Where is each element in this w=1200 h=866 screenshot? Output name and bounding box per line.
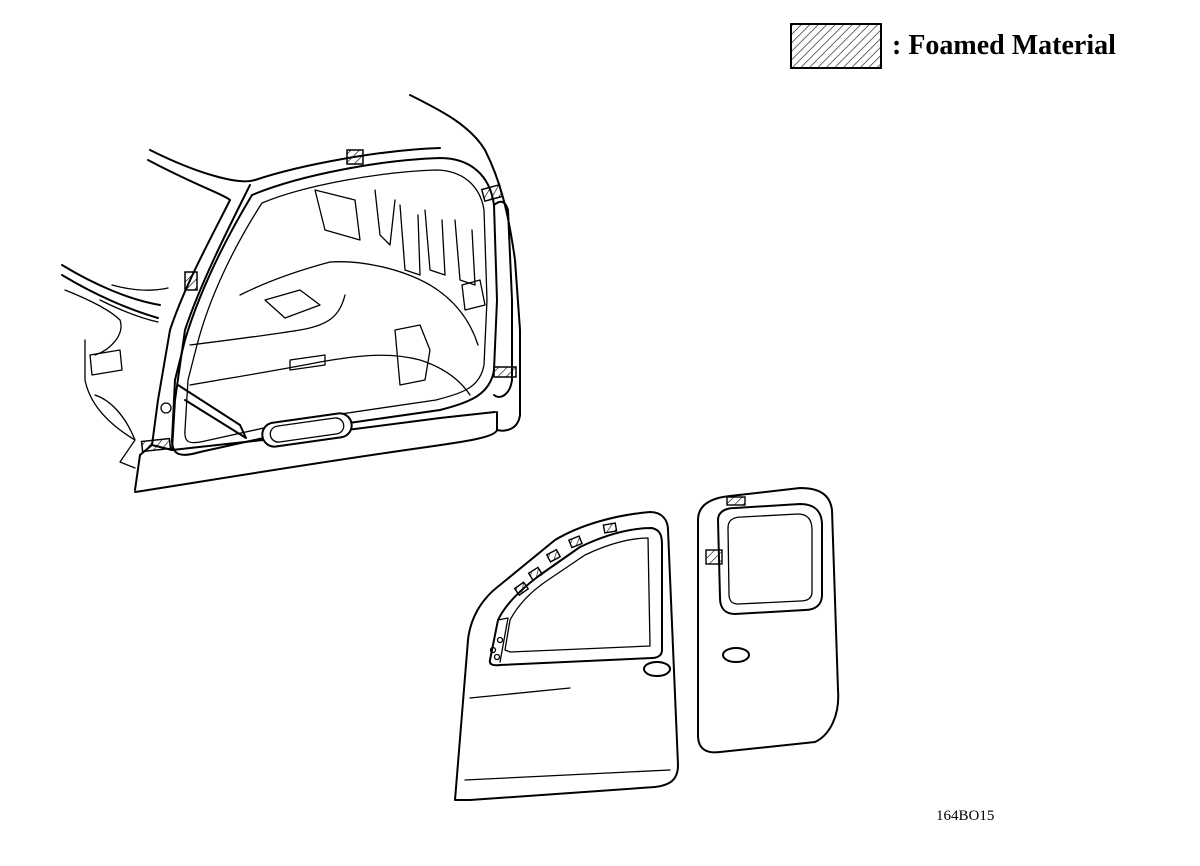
legend: : Foamed Material xyxy=(790,23,1116,69)
rear-door-illustration xyxy=(697,487,840,754)
front-door-illustration xyxy=(454,511,679,801)
body-side-illustration xyxy=(61,94,521,493)
legend-label: : Foamed Material xyxy=(892,30,1116,61)
hatched-swatch-icon xyxy=(790,23,882,69)
figure-code: 164BO15 xyxy=(936,808,995,824)
